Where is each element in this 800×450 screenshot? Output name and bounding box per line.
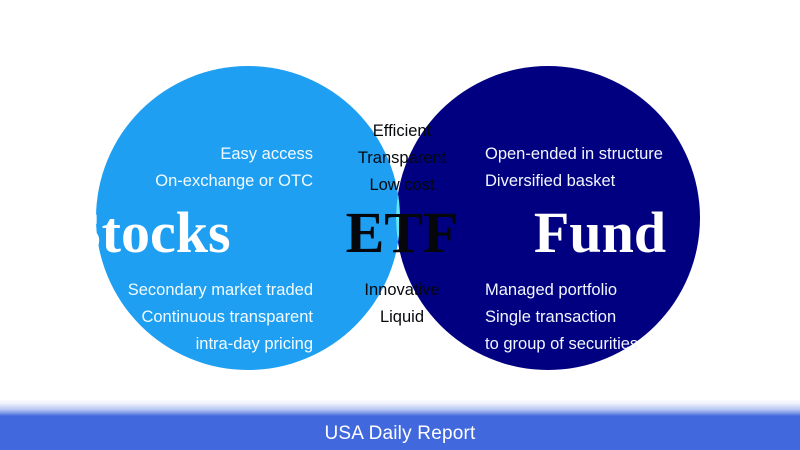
right-circle-fund[interactable] bbox=[396, 66, 700, 370]
left-circle-stocks[interactable] bbox=[96, 66, 400, 370]
banner-title: USA Daily Report bbox=[324, 422, 476, 444]
center-bullet-1: Efficient bbox=[372, 122, 432, 140]
center-bullet-2: Transparent bbox=[357, 149, 447, 167]
right-bullets-top: Open-ended in structure Diversified bask… bbox=[485, 141, 745, 195]
right-bullet-3: Managed portfolio bbox=[485, 281, 618, 299]
right-bullet-4: Single transaction bbox=[485, 308, 617, 326]
bottom-banner: USA Daily Report bbox=[0, 416, 800, 450]
heading-etf: ETF bbox=[345, 200, 459, 265]
left-bullets-bottom: Secondary market traded Continuous trans… bbox=[13, 277, 313, 358]
center-bullets-top: Efficient Transparent Low cost bbox=[327, 118, 477, 199]
right-bullets-bottom: Managed portfolio Single transaction to … bbox=[485, 277, 745, 358]
left-bullet-2: On-exchange or OTC bbox=[155, 172, 313, 190]
left-bullet-5: intra-day pricing bbox=[195, 335, 313, 353]
right-bullet-2: Diversified basket bbox=[485, 172, 616, 190]
center-bullet-4: Innovative bbox=[364, 281, 440, 299]
left-bullet-4: Continuous transparent bbox=[141, 308, 313, 326]
heading-fund: Fund bbox=[533, 200, 667, 265]
left-bullets-top: Easy access On-exchange or OTC bbox=[13, 141, 313, 195]
left-bullet-3: Secondary market traded bbox=[127, 281, 313, 299]
right-bullet-5: to group of securities bbox=[485, 335, 639, 353]
center-bullet-3: Low cost bbox=[369, 176, 435, 194]
left-bullet-1: Easy access bbox=[220, 145, 313, 163]
heading-stocks: Stocks bbox=[69, 200, 231, 265]
right-bullet-1: Open-ended in structure bbox=[485, 145, 663, 163]
center-bullet-5: Liquid bbox=[379, 308, 425, 326]
center-bullets-bottom: Innovative Liquid bbox=[327, 277, 477, 331]
banner-gradient-fade bbox=[0, 399, 800, 416]
